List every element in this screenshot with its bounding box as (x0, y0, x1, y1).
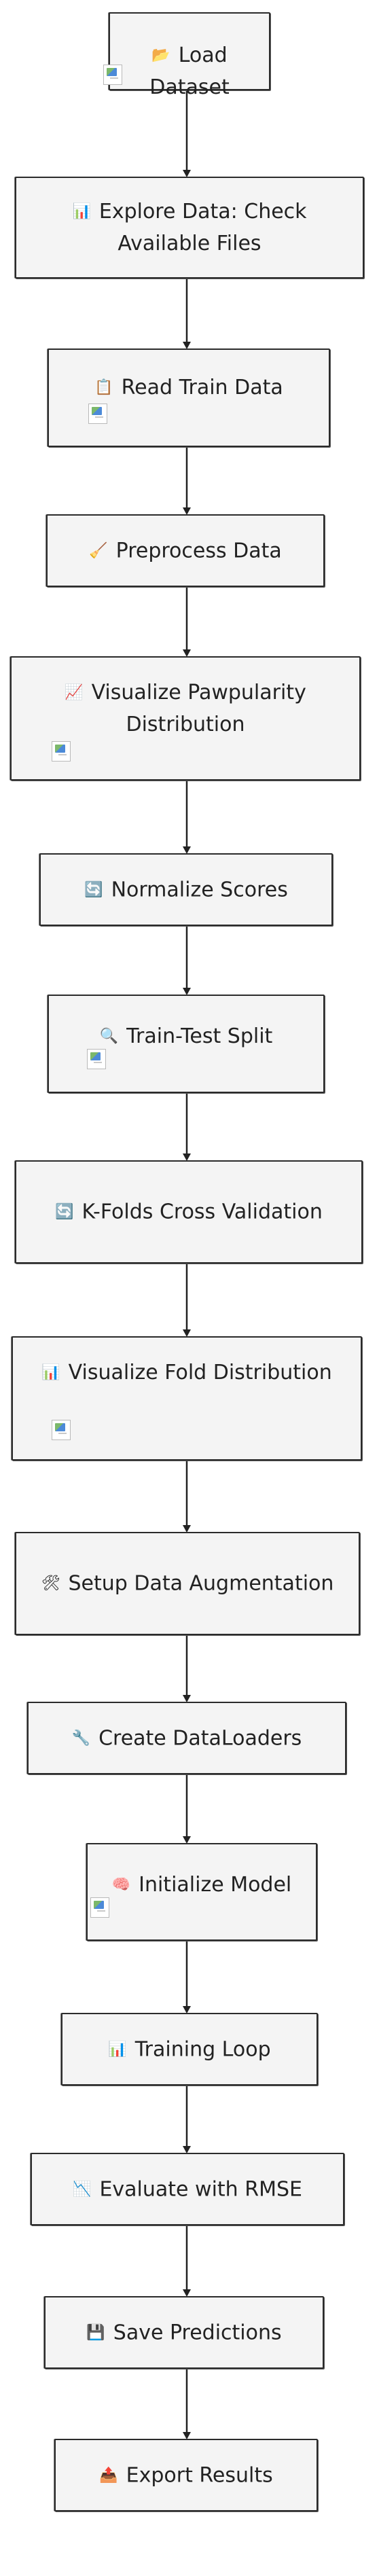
flow-node-label: 🛠 Setup Data Augmentation (24, 1568, 350, 1600)
flow-node-label: 📋 Read Train Data (57, 372, 321, 404)
flow-node-label: 📊 Visualize Fold Distribution (21, 1357, 353, 1389)
bar-chart-icon: 📊 (72, 203, 91, 220)
flow-node-text: Training Loop (134, 2037, 271, 2061)
flow-node-text: Save Predictions (113, 2321, 282, 2344)
broken-image-icon (103, 65, 122, 85)
flow-node-text: Setup Data Augmentation (68, 1571, 334, 1596)
broom-icon: 🧹 (89, 542, 108, 559)
refresh-icon: 🔄 (55, 1203, 74, 1221)
flow-node-label: 🔍 Train-Test Split (57, 1020, 315, 1052)
flow-node-label: 🔧 Create DataLoaders (37, 1722, 337, 1754)
bar-chart-icon: 📊 (41, 1364, 60, 1381)
flow-node: 📊 Training Loop (61, 2013, 318, 2086)
flow-node-text: Explore Data: Check Available Files (98, 200, 307, 255)
flow-node-label: 💾 Save Predictions (54, 2316, 314, 2348)
flow-node-text: Normalize Scores (111, 878, 288, 901)
clipboard-icon: 📋 (94, 379, 113, 396)
broken-image-icon (90, 1897, 109, 1918)
broken-image-icon (52, 741, 71, 762)
flow-node-text: Preprocess Data (115, 539, 282, 562)
flow-node: 📤 Export Results (54, 2439, 318, 2511)
flow-node: 🛠 Setup Data Augmentation (15, 1532, 360, 1635)
flow-node: 🧠 Initialize Model (86, 1843, 317, 1941)
flow-node-label: 🧠 Initialize Model (96, 1869, 308, 1901)
bar-chart-icon: 📊 (108, 2041, 127, 2058)
flow-node-text: Visualize Pawpularity Distribution (91, 681, 306, 736)
flow-node-label: 📊 Training Loop (71, 2033, 308, 2065)
flow-node-label: 📉 Evaluate with RMSE (40, 2173, 335, 2205)
flow-node: 📊 Explore Data: Check Available Files (15, 177, 364, 279)
flow-node-label: 🔄 K-Folds Cross Validation (24, 1196, 353, 1228)
flow-node: 📋 Read Train Data (48, 348, 330, 447)
line-chart-icon: 📈 (65, 684, 84, 701)
flow-node: 🔄 K-Folds Cross Validation (15, 1160, 363, 1264)
tools-icon: 🛠 (41, 1575, 60, 1592)
flow-node-label: 📈 Visualize Pawpularity Distribution (20, 677, 351, 740)
flow-node-text: K-Folds Cross Validation (82, 1200, 323, 1224)
broken-image-icon (87, 1049, 106, 1069)
flow-node-label: 📤 Export Results (64, 2459, 308, 2491)
flow-node: 🔍 Train-Test Split (48, 995, 325, 1093)
flow-node-text: Load Dataset (149, 43, 230, 99)
flow-node-label: 🔄 Normalize Scores (49, 874, 323, 906)
flow-node-text: Train-Test Split (126, 1024, 273, 1048)
flow-node: 📊 Visualize Fold Distribution (12, 1336, 362, 1461)
magnifier-icon: 🔍 (99, 1028, 119, 1045)
flow-node: 📂Load Dataset (109, 12, 270, 99)
outbox-icon: 📤 (99, 2467, 118, 2484)
flow-node: 📉 Evaluate with RMSE (31, 2153, 344, 2225)
flow-node-text: Create DataLoaders (98, 1726, 302, 1750)
floppy-disk-icon: 💾 (86, 2324, 105, 2341)
folder-icon: 📂 (151, 47, 170, 64)
chart-down-icon: 📉 (73, 2181, 92, 2198)
flow-node-text: Read Train Data (121, 376, 283, 399)
flow-node-label: 🧹 Preprocess Data (56, 535, 315, 567)
flow-node-label: 📂Load Dataset (118, 39, 261, 103)
broken-image-icon (88, 404, 107, 424)
broken-image-icon (52, 1420, 71, 1440)
flow-node-label: 📊 Explore Data: Check Available Files (24, 196, 355, 260)
flow-node-text: Evaluate with RMSE (99, 2177, 302, 2201)
flow-node-text: Initialize Model (139, 1873, 292, 1897)
brain-icon: 🧠 (111, 1876, 131, 1893)
flow-node-text: Visualize Fold Distribution (68, 1361, 332, 1384)
wrench-icon: 🔧 (71, 1730, 91, 1747)
flow-node-text: Export Results (126, 2463, 273, 2487)
flow-node: 🧹 Preprocess Data (46, 514, 325, 587)
flow-node: 🔄 Normalize Scores (39, 853, 333, 926)
flow-node: 📈 Visualize Pawpularity Distribution (10, 656, 361, 781)
flow-node: 🔧 Create DataLoaders (27, 1702, 346, 1774)
refresh-icon: 🔄 (84, 881, 103, 898)
flow-node: 💾 Save Predictions (44, 2296, 324, 2369)
